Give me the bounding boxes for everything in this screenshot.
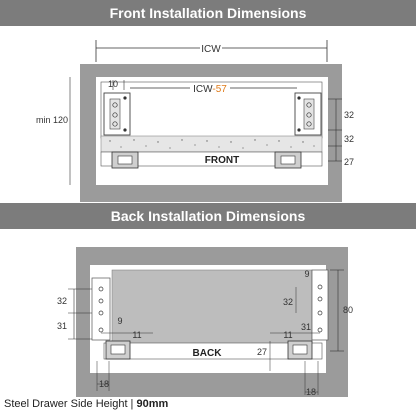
icw-minus-57-label: ICW-57: [193, 84, 227, 95]
back-drawer-panel: [103, 342, 323, 360]
footer-caption: Steel Drawer Side Height | 90mm: [4, 398, 168, 410]
front-installation-diagram: ICW ICW-57 10 min 120 32 32 27: [36, 40, 354, 202]
back-panel-grey: [111, 269, 313, 348]
back-dim-31-label: 31: [57, 321, 67, 331]
back-panel-label: BACK: [193, 348, 223, 359]
back-dim-9-right-label: 9: [304, 269, 309, 279]
front-drawer-inner: [100, 81, 323, 139]
front-section-title: Front Installation Dimensions: [0, 0, 416, 26]
footer-value: 90mm: [136, 398, 169, 410]
right-back-bracket: [311, 269, 329, 341]
right-front-bracket: [294, 92, 322, 136]
icw-dimension-label: ICW: [201, 44, 221, 55]
back-left-runner: [105, 340, 131, 360]
dim-32-bottom-label: 32: [344, 134, 354, 144]
back-dim-18-left-label: 18: [99, 379, 109, 389]
back-section-title: Back Installation Dimensions: [0, 203, 416, 229]
back-dim-80-label: 80: [343, 305, 353, 315]
dim-27-label: 27: [344, 157, 354, 167]
back-dim-27-label: 27: [257, 347, 267, 357]
front-panel-label: FRONT: [205, 155, 239, 166]
back-installation-diagram: 32 31 9 11 9 32 11 31 80 BACK 27 18 18: [57, 247, 353, 397]
footer-label: Steel Drawer Side Height |: [4, 398, 134, 410]
left-runner: [111, 151, 139, 169]
back-dim-11-right-label: 11: [283, 330, 292, 340]
back-right-runner: [287, 340, 313, 360]
right-runner: [274, 151, 302, 169]
drawer-bottom-speckle: [109, 139, 315, 149]
drawer-bottom-panel: [100, 135, 323, 153]
left-front-bracket: [103, 92, 131, 161]
back-dim-11-left-label: 11: [132, 330, 141, 340]
back-dim-32-label: 32: [57, 296, 67, 306]
front-panel: [100, 151, 323, 167]
back-dim-9-left-label: 9: [117, 316, 122, 326]
back-dim-18-right-label: 18: [306, 387, 316, 397]
min-height-label: min 120: [36, 115, 68, 125]
left-back-bracket: [91, 277, 111, 341]
back-dim-31-right-label: 31: [301, 322, 311, 332]
dim-10-label: 10: [108, 79, 118, 89]
dim-32-top-label: 32: [344, 110, 354, 120]
back-dim-32-right-label: 32: [283, 297, 293, 307]
